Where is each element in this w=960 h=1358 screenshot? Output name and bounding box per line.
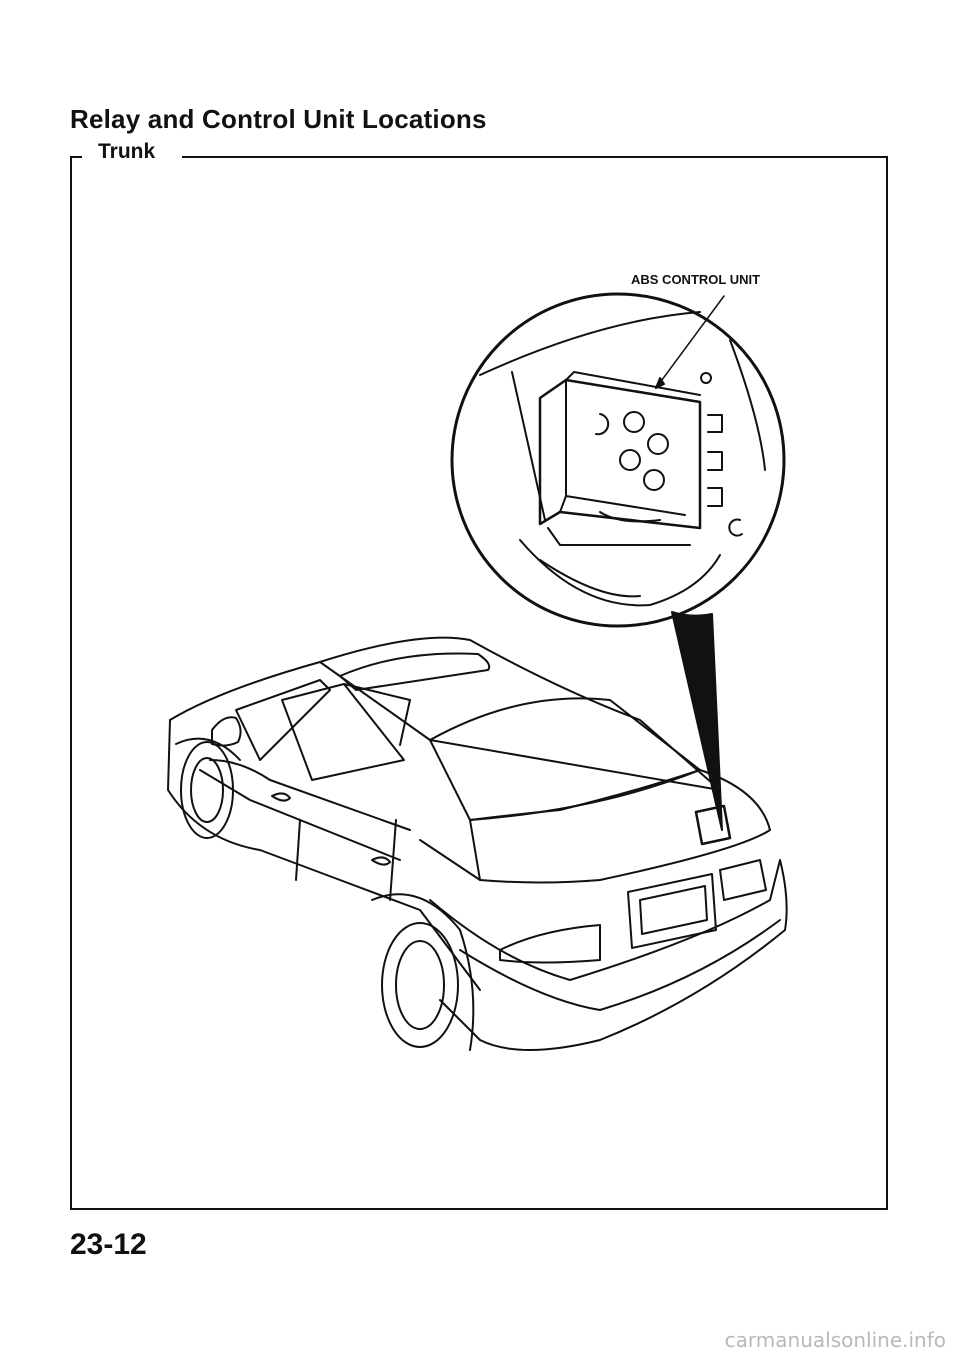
page-title: Relay and Control Unit Locations	[70, 104, 487, 134]
section-frame	[70, 156, 888, 1210]
sedan-car-drawing	[167, 636, 788, 1051]
watermark-text: carmanualsonline.info	[724, 1328, 946, 1352]
detail-pointer	[671, 611, 723, 831]
section-label: Trunk	[98, 140, 156, 163]
watermark-band: carmanualsonline.info	[0, 1320, 960, 1358]
abs-control-unit-label: ABS CONTROL UNIT	[631, 272, 761, 287]
frame-top-rule-left	[70, 156, 82, 158]
frame-top-rule-right	[182, 156, 888, 158]
page-number: 23-12	[70, 1228, 147, 1261]
detail-view	[450, 292, 786, 628]
